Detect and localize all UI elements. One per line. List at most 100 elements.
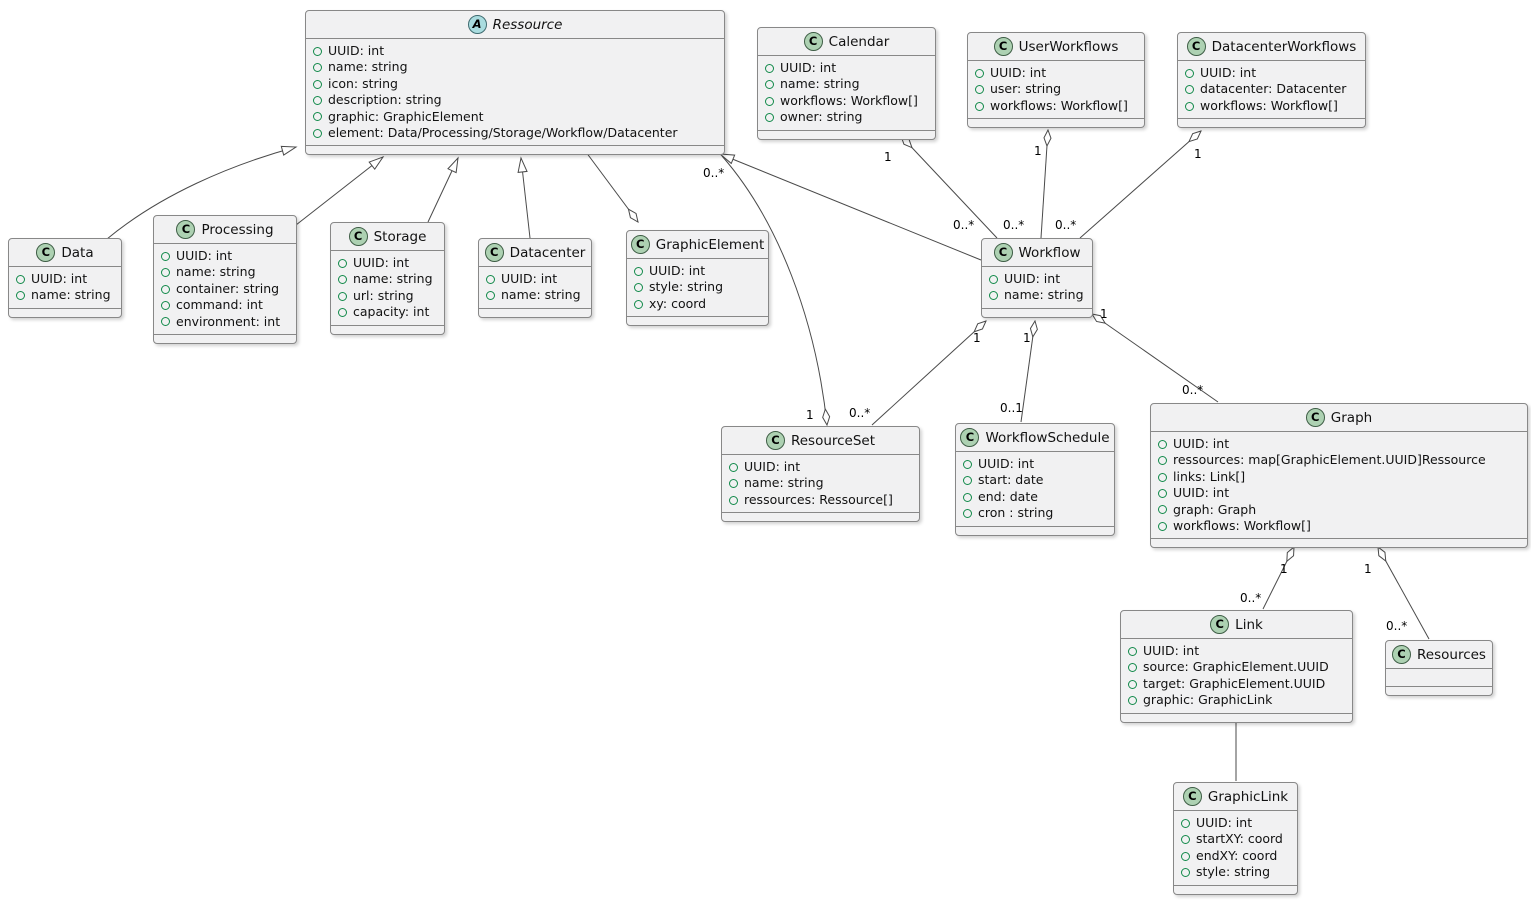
attribute-row: container: string [161,281,289,297]
field-visibility-icon [313,63,322,73]
methods-compartment [982,309,1092,317]
attribute-text: container: string [176,280,280,296]
attribute-row: user: string [975,81,1137,97]
edge-userworkflows-workflow [1040,130,1048,239]
attribute-row: source: GraphicElement.UUID [1128,659,1345,675]
attribute-row: element: Data/Processing/Storage/Workflo… [313,125,717,141]
attribute-row: xy: coord [634,296,761,312]
field-visibility-icon [338,258,347,268]
attribute-text: name: string [744,475,824,491]
attribute-row: workflows: Workflow[] [975,98,1137,114]
class-icon: C [1186,37,1206,56]
class-title: Storage [373,228,427,245]
field-visibility-icon [161,284,170,294]
field-visibility-icon [1158,439,1167,449]
multiplicity-label-source: 1 [1280,562,1288,576]
field-visibility-icon [634,299,643,309]
attribute-text: name: string [501,287,581,303]
field-visibility-icon [486,291,495,301]
attribute-text: ressources: Ressource[] [744,491,893,507]
class-title: ResourceSet [790,432,876,449]
multiplicity-label-target: 0..* [1182,383,1203,397]
attribute-row: graph: Graph [1158,502,1520,518]
field-visibility-icon [963,492,972,502]
field-visibility-icon [1158,488,1167,498]
attribute-row: graphic: GraphicElement [313,109,717,125]
edge-workflow-resourceset [871,321,986,426]
multiplicity-label-source: 1 [973,331,981,345]
field-visibility-icon [729,462,738,472]
class-title: UserWorkflows [1018,38,1119,55]
class-header: C WorkflowSchedule [956,424,1114,452]
attribute-row: start: date [963,472,1107,488]
field-visibility-icon [313,128,322,138]
field-visibility-icon [1181,835,1190,845]
class-icon: C [348,227,368,246]
methods-compartment [956,527,1114,535]
attribute-row: UUID: int [486,271,584,287]
class-icon: C [993,243,1013,262]
attribute-row: name: string [16,287,114,303]
class-title: GraphicElement [655,236,765,253]
field-visibility-icon [1158,505,1167,515]
field-visibility-icon [963,459,972,469]
edge-workflow-graph [1092,314,1219,403]
class-icon: C [1305,408,1325,427]
class-icon: C [36,243,56,262]
field-visibility-icon [1158,521,1167,531]
attribute-row: UUID: int [989,271,1085,287]
attribute-text: UUID: int [978,456,1035,471]
class-title: WorkflowSchedule [985,429,1110,446]
methods-compartment [479,309,591,317]
attribute-row: UUID: int [1158,485,1520,501]
field-visibility-icon [765,96,774,106]
attribute-row: UUID: int [963,456,1107,472]
attribute-row: workflows: Workflow[] [1185,98,1358,114]
attribute-text: owner: string [780,109,863,125]
attribute-row: icon: string [313,76,717,92]
multiplicity-label-source: 1 [1034,144,1042,158]
field-visibility-icon [1185,68,1194,78]
edge-workflow-ressource [718,153,982,261]
class-icon: C [960,428,980,447]
field-visibility-icon [161,251,170,261]
methods-compartment [1386,687,1492,695]
attribute-row: UUID: int [161,248,289,264]
class-title: Ressource [492,16,563,33]
methods-compartment [331,326,444,334]
class-title: Resources [1417,646,1486,663]
field-visibility-icon [161,268,170,278]
attribute-text: target: GraphicElement.UUID [1143,675,1326,691]
attribute-row: endXY: coord [1181,848,1290,864]
attribute-text: user: string [990,81,1062,97]
attribute-row: startXY: coord [1181,831,1290,847]
class-title: Calendar [828,33,890,50]
attribute-text: links: Link[] [1173,468,1246,484]
methods-compartment [627,317,768,325]
methods-compartment [306,146,724,154]
class-icon: C [484,243,504,262]
attribute-row: UUID: int [1158,436,1520,452]
attribute-text: cron : string [978,505,1054,521]
attribute-text: start: date [978,472,1044,488]
attribute-text: UUID: int [1196,815,1253,830]
attribute-row: owner: string [765,109,928,125]
attribute-row: style: string [634,279,761,295]
field-visibility-icon [313,79,322,89]
class-title: Workflow [1018,244,1081,261]
attribute-text: name: string [176,264,256,280]
attribute-row: UUID: int [16,271,114,287]
attribute-row: graphic: GraphicLink [1128,692,1345,708]
edge-workflow-workflowschedule [1020,321,1035,423]
